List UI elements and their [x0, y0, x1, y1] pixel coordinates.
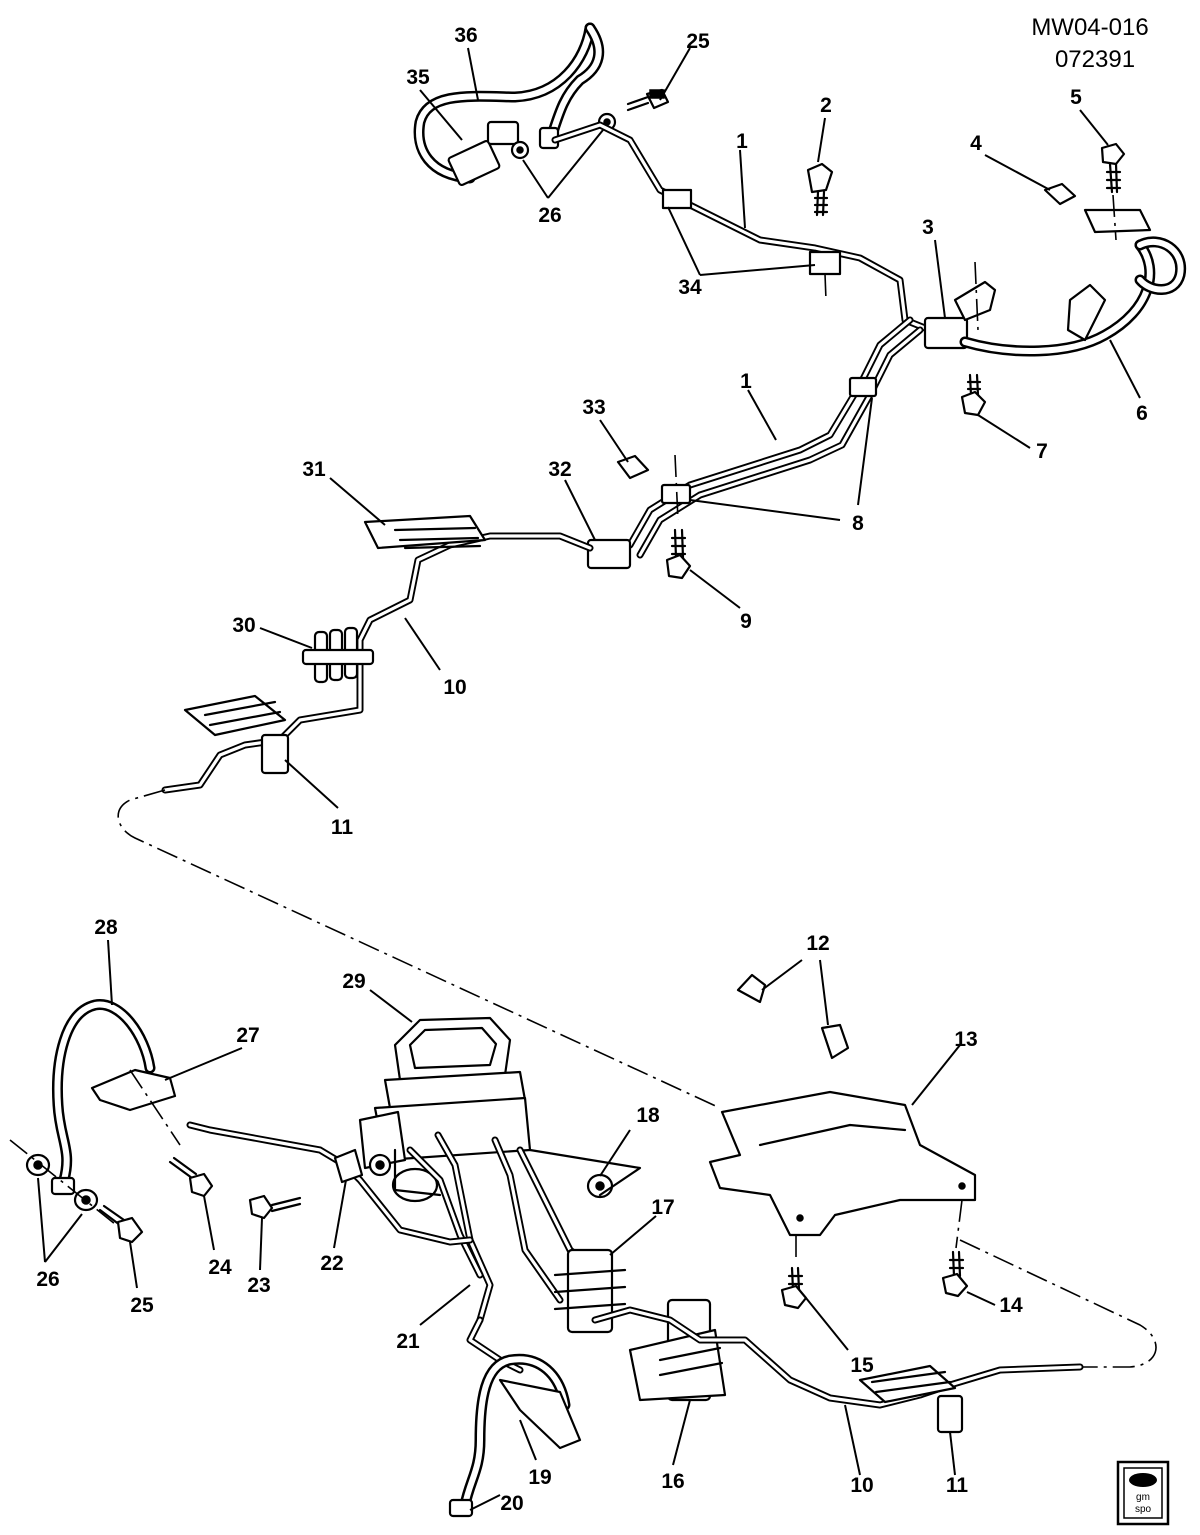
callout-34: 34 [678, 276, 702, 299]
bolt-24 [168, 1156, 214, 1198]
callout-8: 8 [852, 512, 864, 535]
callout-33: 33 [582, 396, 605, 419]
callout-25-lower: 25 [130, 1294, 154, 1317]
callout-35: 35 [406, 66, 430, 89]
brake-pipe-1-lower [626, 316, 924, 559]
clip-34-b [808, 250, 842, 276]
front-hose-left [50, 999, 156, 1196]
callout-13: 13 [954, 1028, 977, 1051]
valve-17 [553, 1248, 627, 1334]
callout-4: 4 [970, 132, 982, 155]
rear-hose-left [413, 22, 605, 187]
bolt-9 [665, 528, 692, 580]
callout-27: 27 [236, 1024, 259, 1047]
callout-30: 30 [232, 614, 255, 637]
callout-26-upper: 26 [538, 204, 561, 227]
rear-hose-right [959, 208, 1187, 357]
figure-code: MW04-016 [1031, 14, 1148, 41]
callout-31: 31 [302, 458, 326, 481]
gm-spo-logo: gm spo [1116, 1460, 1170, 1526]
bracket-27 [90, 1068, 181, 1146]
clip-34-a [661, 188, 693, 210]
callout-22: 22 [320, 1252, 343, 1275]
junction-block-3 [923, 261, 997, 350]
callout-32: 32 [548, 458, 571, 481]
brake-pipe-10-lower [591, 1306, 1084, 1409]
date-code: 072391 [1055, 46, 1135, 73]
svg-text:spo: spo [1135, 1504, 1152, 1515]
callout-21: 21 [396, 1330, 420, 1353]
nut-26-bottom-b [73, 1188, 99, 1212]
clip-33 [616, 454, 650, 480]
callout-17: 17 [651, 1196, 674, 1219]
callout-16: 16 [661, 1470, 684, 1493]
nut-18 [528, 1148, 642, 1199]
bolt-5 [1100, 142, 1126, 241]
callout-14: 14 [999, 1294, 1023, 1317]
callout-leaders [37, 47, 1141, 1511]
callout-2: 2 [820, 94, 832, 117]
bolt-7 [960, 373, 987, 417]
callout-1-upper: 1 [736, 130, 748, 153]
bolt-15 [780, 1235, 808, 1310]
callout-20: 20 [500, 1492, 523, 1515]
svg-text:gm: gm [1136, 1492, 1150, 1503]
bolt-25-top [626, 88, 670, 112]
callout-25-upper: 25 [686, 30, 710, 53]
callout-11-lower: 11 [946, 1474, 969, 1497]
clip-8-upper [848, 376, 878, 398]
callout-15: 15 [850, 1354, 874, 1377]
callout-26-lower: 26 [36, 1268, 59, 1291]
bolt-25-bottom [98, 1204, 144, 1244]
master-cylinder-29 [358, 1016, 532, 1203]
callout-1-lower: 1 [740, 370, 752, 393]
brake-pipe-10-upper [161, 532, 594, 794]
clip-11-upper [183, 694, 290, 775]
clip-12-a [736, 973, 767, 1004]
callout-28: 28 [94, 916, 118, 939]
callout-12: 12 [806, 932, 829, 955]
nut-26-bottom-a [25, 1153, 51, 1177]
callout-6: 6 [1136, 402, 1148, 425]
callout-19: 19 [528, 1466, 551, 1489]
brake-pipe-1-upper [551, 121, 934, 334]
clip-30 [301, 626, 375, 684]
callout-3: 3 [922, 216, 934, 239]
bracket-13 [708, 1090, 977, 1237]
clip-22 [333, 1148, 364, 1184]
bolt-14 [941, 1199, 969, 1298]
callout-5: 5 [1070, 86, 1082, 109]
callout-18: 18 [636, 1104, 660, 1127]
clip-31 [363, 514, 487, 550]
bolt-23 [248, 1194, 302, 1220]
callout-7: 7 [1036, 440, 1048, 463]
bolt-2 [806, 162, 834, 217]
clip-4 [1043, 182, 1077, 206]
callout-11-upper: 11 [331, 816, 354, 839]
callout-24: 24 [208, 1256, 232, 1279]
callout-29: 29 [342, 970, 365, 993]
junction-block-32 [586, 538, 632, 570]
callout-10-lower: 10 [850, 1474, 873, 1497]
front-hose-right [448, 1353, 582, 1518]
callout-23: 23 [247, 1274, 270, 1297]
clip-12-b [820, 1023, 850, 1060]
callout-10-upper: 10 [443, 676, 466, 699]
callout-9: 9 [740, 610, 752, 633]
callout-36: 36 [454, 24, 477, 47]
